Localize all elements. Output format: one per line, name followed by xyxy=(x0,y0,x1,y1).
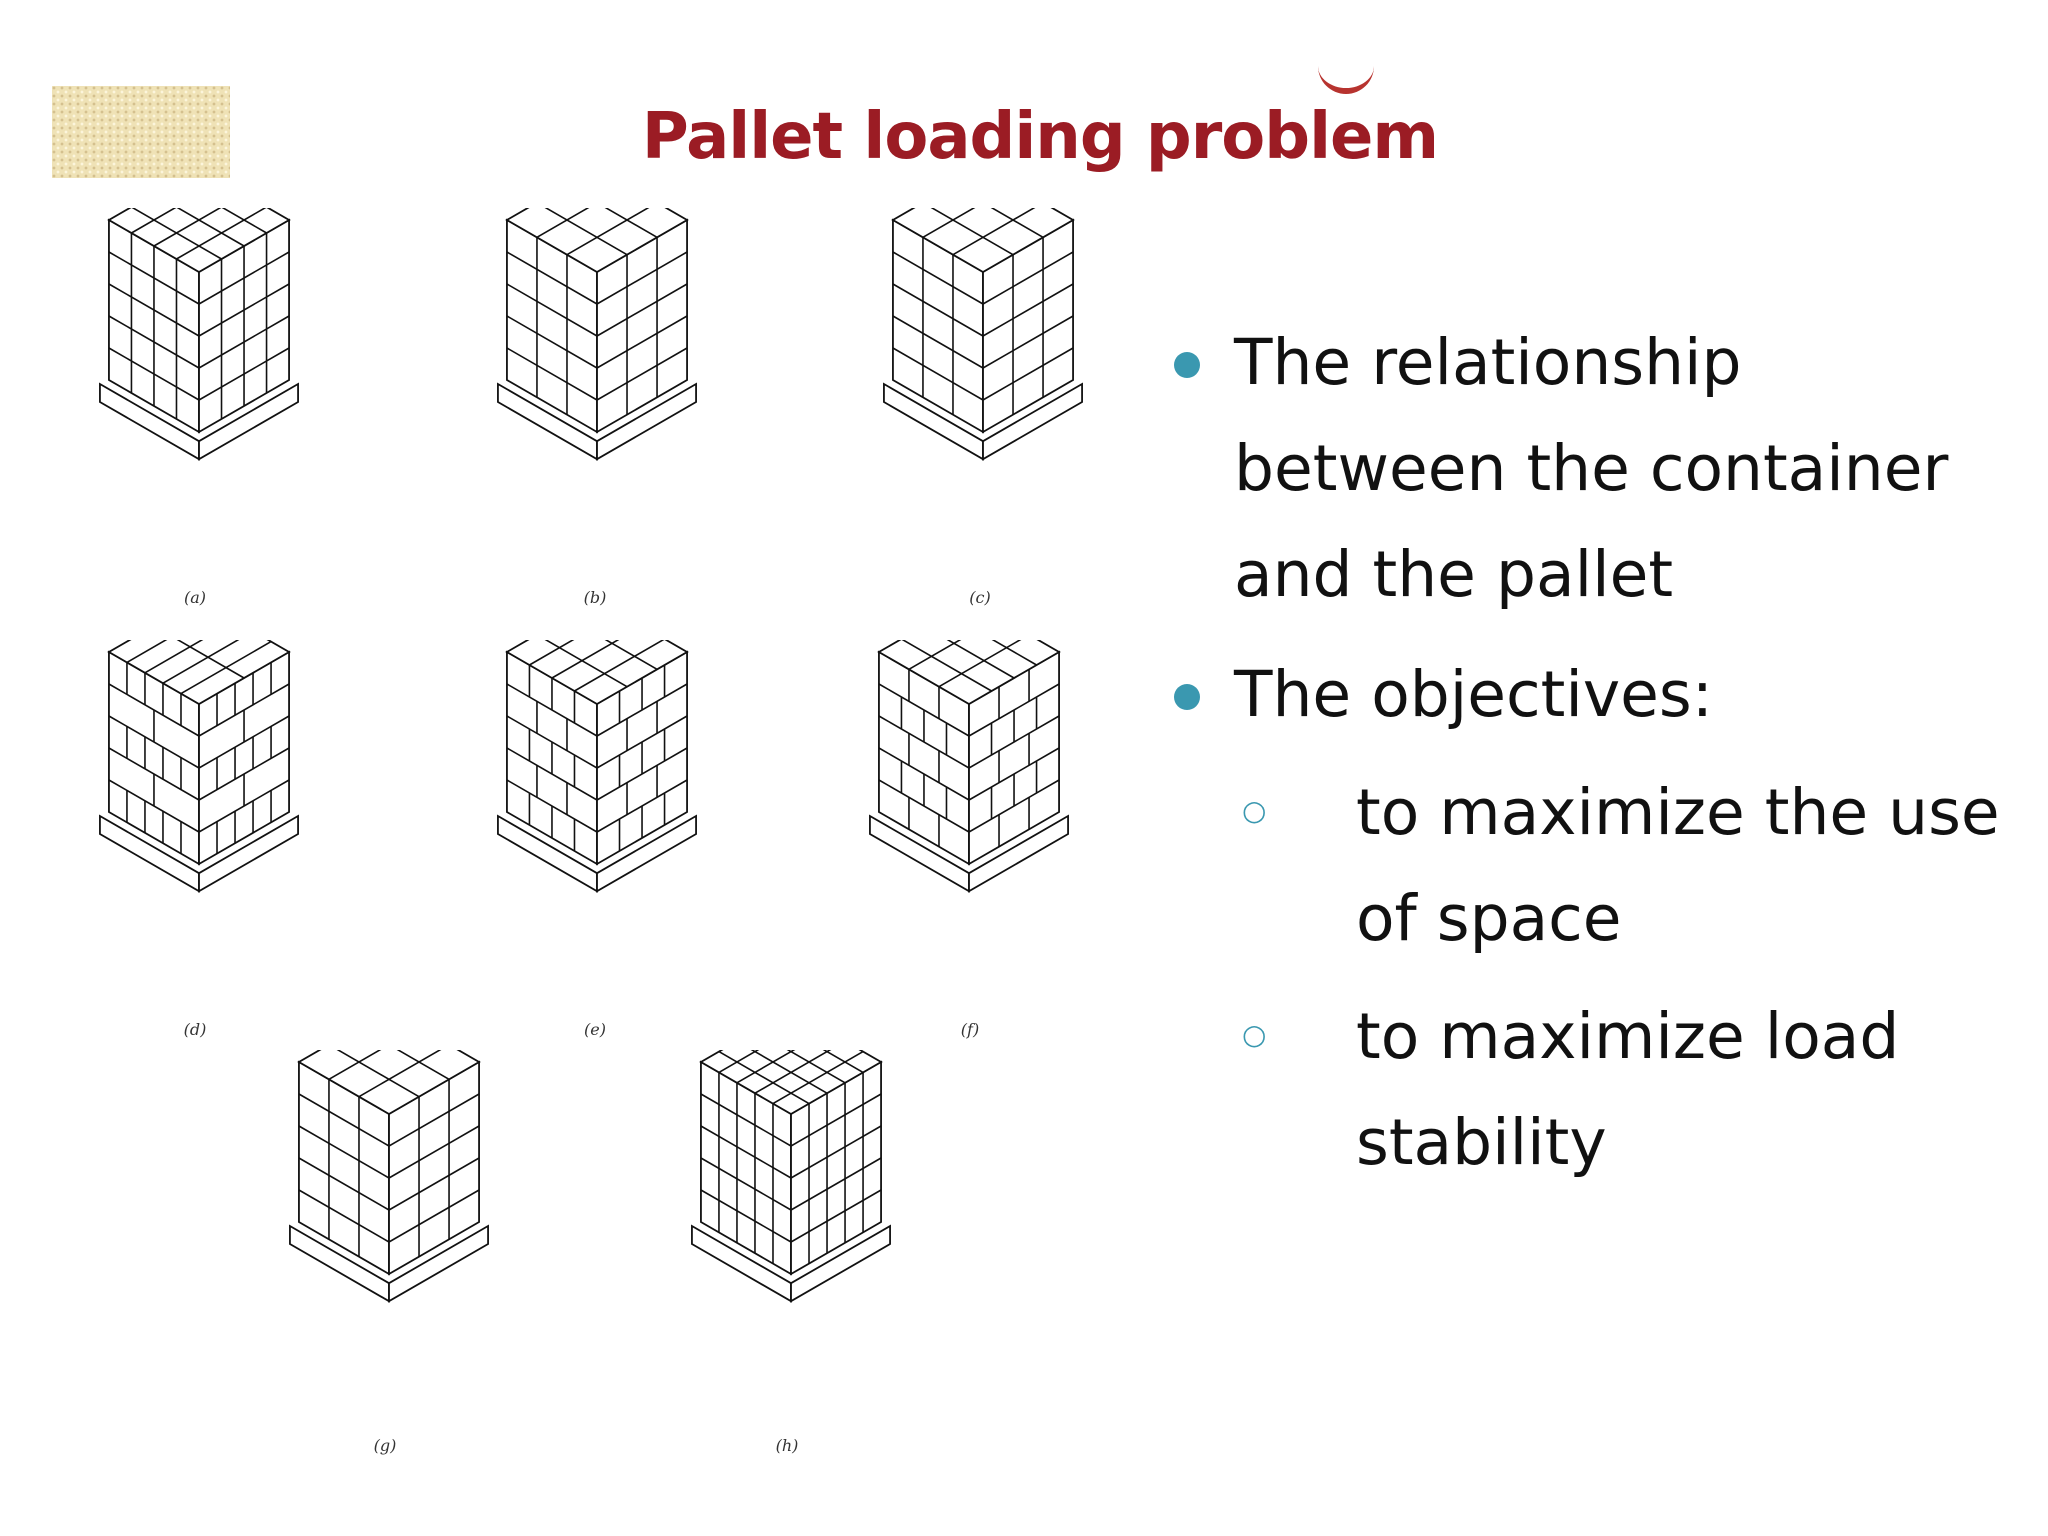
sub-bullet-ring-icon: ○ xyxy=(1242,794,1267,827)
pallet-figure-f xyxy=(869,640,1069,893)
bullet-dot-icon xyxy=(1174,352,1200,378)
figure-label-c: (c) xyxy=(969,588,991,607)
sub-bullet-ring-icon: ○ xyxy=(1242,1018,1267,1051)
figure-label-h: (h) xyxy=(775,1436,799,1455)
pallet-figure-d xyxy=(99,640,299,893)
bullet-item: The objectives: xyxy=(1170,642,2030,748)
bullet-dot-icon xyxy=(1174,684,1200,710)
bullet-list: The relationship between the container a… xyxy=(1170,310,2030,1196)
pallet-figure-c xyxy=(883,208,1083,461)
figure-label-b: (b) xyxy=(583,588,607,607)
figure-label-a: (a) xyxy=(183,588,207,607)
pallet-figure-h xyxy=(691,1050,891,1303)
figure-label-f: (f) xyxy=(960,1020,980,1039)
bullet-text: The relationship between the container a… xyxy=(1234,326,1949,611)
pallet-figure-b xyxy=(497,208,697,461)
decorative-arc xyxy=(1318,38,1374,94)
pallet-figure-e xyxy=(497,640,697,893)
figure-label-g: (g) xyxy=(373,1436,397,1455)
bullet-item: The relationship between the container a… xyxy=(1170,310,2030,628)
pallet-figure-g xyxy=(289,1050,489,1303)
figure-label-d: (d) xyxy=(183,1020,207,1039)
figure-label-e: (e) xyxy=(584,1020,606,1039)
sub-bullet-item: ○ to maximize the use of space xyxy=(1170,760,2030,972)
sub-bullet-item: ○ to maximize load stability xyxy=(1170,984,2030,1196)
slide-title: Pallet loading problem xyxy=(641,100,1439,174)
pallet-figure-a xyxy=(99,208,299,461)
pallet-figures: (a) (b) (c) (d) (e) (f) (g) (h) xyxy=(99,208,1083,1455)
sub-bullet-text: to maximize load stability xyxy=(1356,1000,1900,1179)
sub-bullet-text: to maximize the use of space xyxy=(1356,776,2000,955)
bullet-text: The objectives: xyxy=(1234,658,1713,731)
corner-texture xyxy=(52,86,230,178)
